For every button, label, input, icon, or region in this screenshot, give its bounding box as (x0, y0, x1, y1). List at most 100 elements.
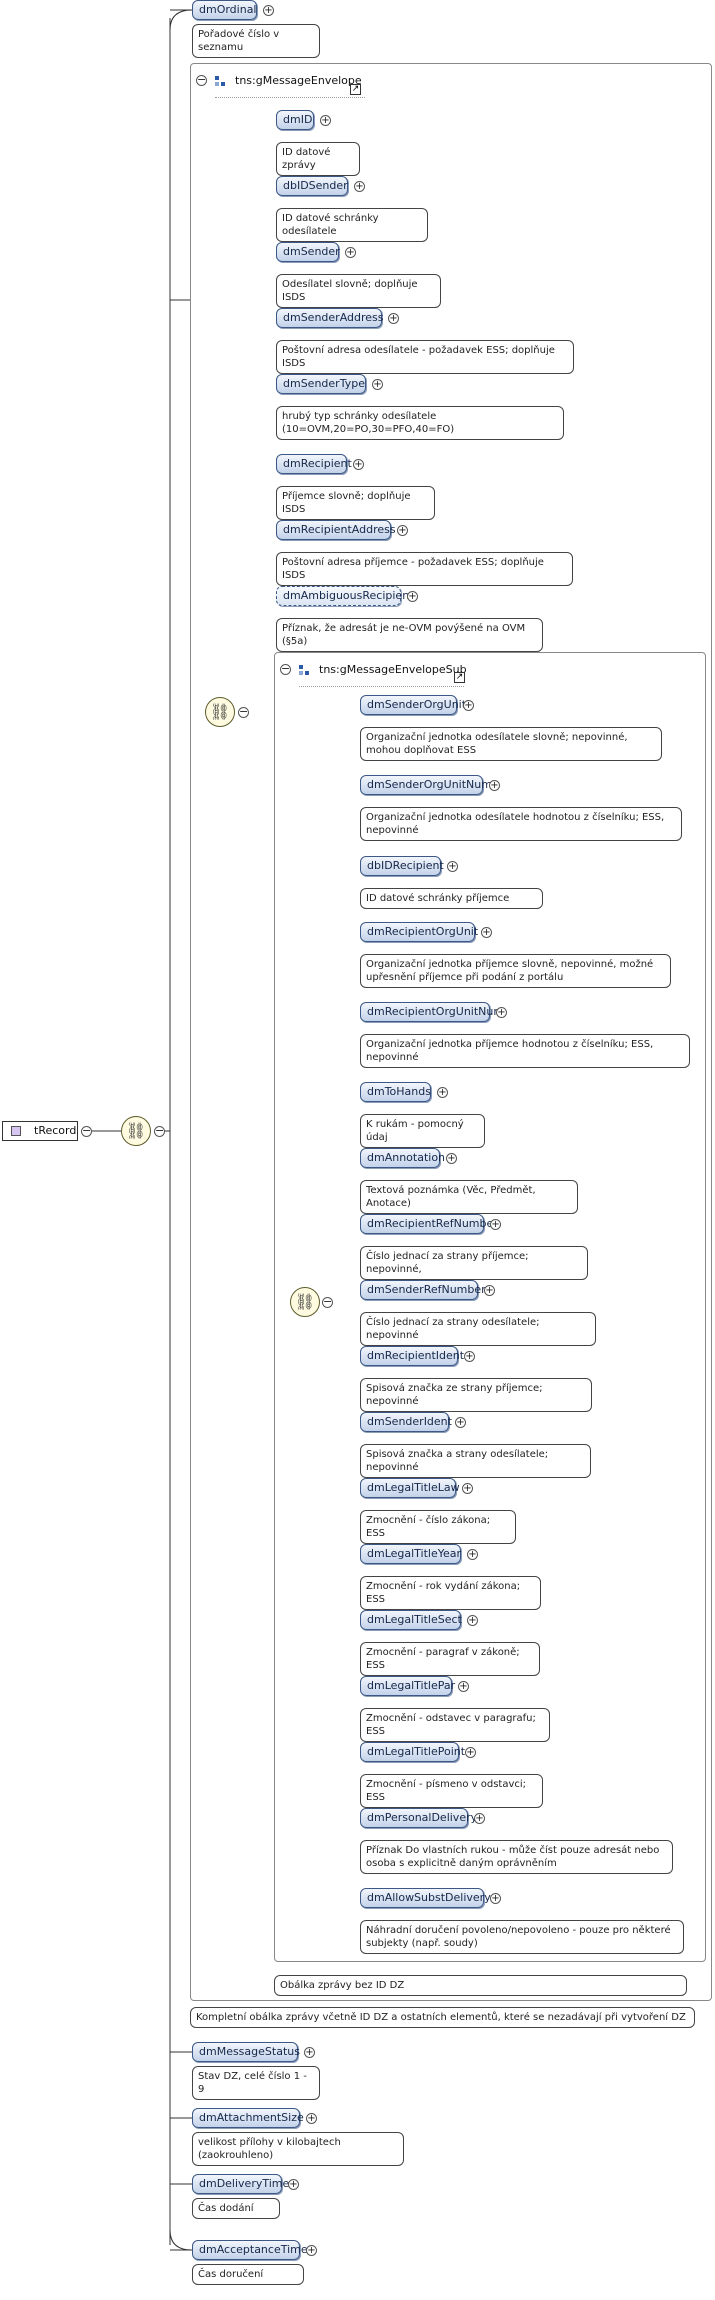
group-icon (215, 76, 226, 87)
expand-icon[interactable]: + (463, 700, 474, 711)
expand-icon[interactable]: + (496, 1007, 507, 1018)
expand-icon[interactable]: + (263, 5, 274, 16)
expand-icon[interactable]: + (490, 1893, 501, 1904)
sequence-compositor-icon[interactable]: ⛓ (121, 1116, 151, 1146)
element-doc: Příznak, že adresát je ne-OVM povýšené n… (276, 618, 543, 652)
expand-icon[interactable]: + (455, 1417, 466, 1428)
expand-icon[interactable]: + (306, 2113, 317, 2124)
element-dmRecipientOrgUnitNum[interactable]: dmRecipientOrgUnitNum (360, 1002, 504, 1022)
element-dmSenderRefNumber[interactable]: dmSenderRefNumber (360, 1280, 486, 1300)
expand-icon[interactable]: + (388, 313, 399, 324)
element-doc: Příznak Do vlastních rukou - může číst p… (360, 1840, 673, 1874)
element-dmLegalTitleSect[interactable]: dmLegalTitleSect (360, 1610, 462, 1630)
expand-icon[interactable]: + (353, 459, 364, 470)
element-dmOrdinal[interactable]: dmOrdinal (192, 0, 257, 20)
expand-icon[interactable]: + (462, 1483, 473, 1494)
element-doc: Organizační jednotka odesílatele hodnoto… (360, 807, 682, 841)
envelope-sub-sequence-icon[interactable]: ⛓ (290, 1287, 320, 1317)
expand-icon[interactable]: + (407, 591, 418, 602)
element-dmSenderAddress[interactable]: dmSenderAddress (276, 308, 384, 328)
element-dmRecipientAddress[interactable]: dmRecipientAddress (276, 520, 396, 540)
expand-icon[interactable]: + (397, 525, 408, 536)
element-doc: velikost přílohy v kilobajtech (zaokrouh… (192, 2132, 404, 2166)
expand-icon[interactable]: + (474, 1813, 485, 1824)
element-dbIDSender[interactable]: dbIDSender (276, 176, 348, 196)
expand-icon[interactable]: + (306, 2245, 317, 2256)
element-doc: Náhradní doručení povoleno/nepovoleno - … (360, 1920, 684, 1954)
element-dmAllowSubstDelivery[interactable]: dmAllowSubstDelivery (360, 1888, 491, 1908)
element-dmMessageStatus[interactable]: dmMessageStatus (192, 2042, 300, 2062)
element-dmSenderOrgUnitNum[interactable]: dmSenderOrgUnitNum (360, 775, 492, 795)
element-doc: Zmocnění - číslo zákona; ESS (360, 1510, 516, 1544)
group-icon (299, 665, 310, 676)
element-dmToHands[interactable]: dmToHands (360, 1082, 431, 1102)
expand-icon[interactable]: + (481, 927, 492, 938)
element-dmLegalTitlePar[interactable]: dmLegalTitlePar (360, 1676, 455, 1696)
element-dmSenderOrgUnit[interactable]: dmSenderOrgUnit (360, 695, 466, 715)
collapse-envelope-icon[interactable]: − (196, 73, 207, 86)
expand-icon[interactable]: + (467, 1615, 478, 1626)
element-doc: Příjemce slovně; doplňuje ISDS (276, 486, 435, 520)
element-dmAttachmentSize[interactable]: dmAttachmentSize (192, 2108, 304, 2128)
expand-icon[interactable]: + (345, 247, 356, 258)
element-dmRecipientOrgUnit[interactable]: dmRecipientOrgUnit (360, 922, 478, 942)
expand-icon[interactable]: + (467, 1549, 478, 1560)
collapse-sequence-icon[interactable]: − (154, 1124, 165, 1137)
expand-icon[interactable]: + (372, 379, 383, 390)
element-doc: K rukám - pomocný údaj (360, 1114, 485, 1148)
expand-icon[interactable]: + (447, 861, 458, 872)
element-dmAnnotation[interactable]: dmAnnotation (360, 1148, 445, 1168)
collapse-envelope-sequence-icon[interactable]: − (238, 705, 249, 718)
element-doc: Stav DZ, celé číslo 1 - 9 (192, 2066, 320, 2100)
collapse-envelope-sub-sequence-icon[interactable]: − (322, 1295, 333, 1308)
element-dmLegalTitleLaw[interactable]: dmLegalTitleLaw (360, 1478, 460, 1498)
element-doc: Spisová značka a strany odesílatele; nep… (360, 1444, 591, 1478)
expand-icon[interactable]: + (484, 1285, 495, 1296)
expand-icon[interactable]: + (489, 780, 500, 791)
element-dmLegalTitlePoint[interactable]: dmLegalTitlePoint (360, 1742, 465, 1762)
element-doc: Organizační jednotka příjemce slovně, ne… (360, 954, 671, 988)
expand-icon[interactable]: + (320, 115, 331, 126)
element-doc: Číslo jednací za strany odesílatele; nep… (360, 1312, 596, 1346)
expand-icon[interactable]: + (465, 1747, 476, 1758)
element-dmID[interactable]: dmID (276, 110, 314, 130)
element-dmSender[interactable]: dmSender (276, 242, 340, 262)
complex-type-icon (11, 1126, 21, 1136)
element-dmRecipient[interactable]: dmRecipient (276, 454, 352, 474)
element-dmRecipientRefNumber[interactable]: dmRecipientRefNumber (360, 1214, 498, 1234)
element-doc: Zmocnění - rok vydání zákona; ESS (360, 1576, 541, 1610)
expand-icon[interactable]: + (458, 1681, 469, 1692)
collapse-envelope-sub-icon[interactable]: − (280, 662, 291, 675)
element-doc: Čas doručení (192, 2264, 304, 2285)
expand-icon[interactable]: + (288, 2179, 299, 2190)
element-doc: Textová poznámka (Věc, Předmět, Anotace) (360, 1180, 578, 1214)
element-dbIDRecipient[interactable]: dbIDRecipient (360, 856, 444, 876)
element-dmPersonalDelivery[interactable]: dmPersonalDelivery (360, 1808, 477, 1828)
element-doc: Zmocnění - písmeno v odstavci; ESS (360, 1774, 543, 1808)
expand-icon[interactable]: + (464, 1351, 475, 1362)
open-definition-icon[interactable]: ↗ (454, 672, 465, 683)
root-type-tRecord[interactable]: tRecord (2, 1121, 78, 1141)
expand-icon[interactable]: + (354, 181, 365, 192)
element-doc: Pořadové číslo v seznamu (192, 24, 320, 58)
expand-icon[interactable]: + (446, 1153, 457, 1164)
collapse-root-icon[interactable]: − (81, 1124, 92, 1137)
element-doc: ID datové zprávy (276, 142, 360, 176)
element-dmLegalTitleYear[interactable]: dmLegalTitleYear (360, 1544, 461, 1564)
element-doc: Čas dodání (192, 2198, 280, 2219)
element-doc: Organizační jednotka odesílatele slovně;… (360, 727, 662, 761)
expand-icon[interactable]: + (304, 2047, 315, 2058)
element-doc: hrubý typ schránky odesílatele (10=OVM,2… (276, 406, 564, 440)
open-definition-icon[interactable]: ↗ (350, 84, 361, 95)
element-dmSenderIdent[interactable]: dmSenderIdent (360, 1412, 452, 1432)
element-doc: Zmocnění - paragraf v zákoně; ESS (360, 1642, 540, 1676)
element-dmAmbiguousRecipient[interactable]: dmAmbiguousRecipient (276, 586, 413, 606)
envelope-sequence-icon[interactable]: ⛓ (205, 697, 235, 727)
group-gMessageEnvelopeSub (274, 652, 706, 1962)
expand-icon[interactable]: + (490, 1219, 501, 1230)
element-dmSenderType[interactable]: dmSenderType (276, 374, 366, 394)
element-dmRecipientIdent[interactable]: dmRecipientIdent (360, 1346, 464, 1366)
element-dmDeliveryTime[interactable]: dmDeliveryTime (192, 2174, 289, 2194)
element-dmAcceptanceTime[interactable]: dmAcceptanceTime (192, 2240, 308, 2260)
expand-icon[interactable]: + (437, 1087, 448, 1098)
